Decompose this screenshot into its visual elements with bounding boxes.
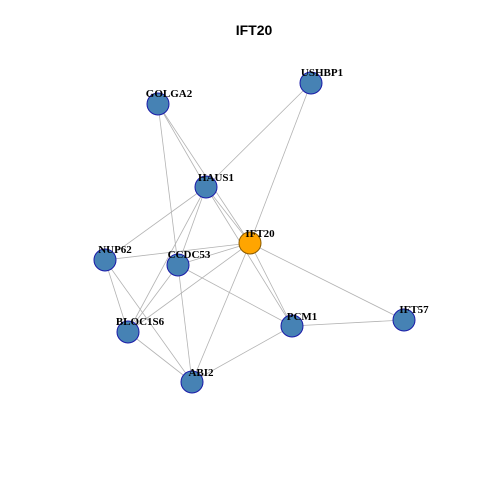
- edge-ift20-pcm1: [249, 242, 293, 327]
- edge-ift20-ccdc53: [177, 242, 251, 266]
- edge-haus1-nup62: [104, 186, 207, 261]
- node-label-golga2: GOLGA2: [146, 88, 193, 100]
- edge-ushbp1-ift20: [249, 82, 312, 244]
- edge-haus1-pcm1: [205, 186, 293, 327]
- diagram-title: IFT20: [236, 22, 273, 38]
- edge-ift20-ift57: [249, 242, 405, 321]
- edge-golga2-ccdc53: [157, 103, 179, 266]
- edge-pcm1-abi2: [191, 325, 293, 383]
- node-bloc1s6: [116, 320, 140, 344]
- node-ift57: [392, 308, 416, 332]
- edge-golga2-haus1: [157, 103, 207, 188]
- node-golga2: [146, 92, 170, 116]
- node-label-ift57: IFT57: [399, 304, 429, 316]
- node-abi2: [180, 370, 204, 394]
- edge-ccdc53-abi2: [177, 264, 193, 383]
- edge-ift20-abi2: [191, 242, 251, 383]
- node-label-ccdc53: CCDC53: [168, 249, 211, 261]
- node-label-nup62: NUP62: [98, 244, 132, 256]
- edge-haus1-ift20: [205, 186, 251, 244]
- node-label-abi2: ABI2: [188, 367, 214, 379]
- edge-haus1-ccdc53: [177, 186, 207, 266]
- node-label-ushbp1: USHBP1: [301, 67, 343, 79]
- node-ushbp1: [299, 71, 323, 95]
- node-label-haus1: HAUS1: [198, 172, 234, 184]
- edge-ccdc53-pcm1: [177, 264, 293, 327]
- edge-nup62-bloc1s6: [104, 259, 129, 333]
- edge-pcm1-ift57: [291, 319, 405, 327]
- edge-golga2-ift20: [157, 103, 251, 244]
- edge-layer: [104, 82, 405, 383]
- node-layer: [93, 71, 416, 394]
- node-ccdc53: [166, 253, 190, 277]
- edge-nup62-abi2: [104, 259, 193, 383]
- edge-ushbp1-haus1: [205, 82, 312, 188]
- edge-ccdc53-bloc1s6: [127, 264, 179, 333]
- node-pcm1: [280, 314, 304, 338]
- node-haus1: [194, 175, 218, 199]
- edge-haus1-bloc1s6: [127, 186, 207, 333]
- node-nup62: [93, 248, 117, 272]
- edge-ift20-nup62: [104, 242, 251, 261]
- node-label-pcm1: PCM1: [287, 311, 318, 323]
- node-label-bloc1s6: BLOC1S6: [116, 316, 165, 328]
- edge-bloc1s6-abi2: [127, 331, 193, 383]
- edge-ift20-bloc1s6: [127, 242, 251, 333]
- node-ift20: [238, 231, 262, 255]
- node-label-ift20: IFT20: [245, 228, 275, 240]
